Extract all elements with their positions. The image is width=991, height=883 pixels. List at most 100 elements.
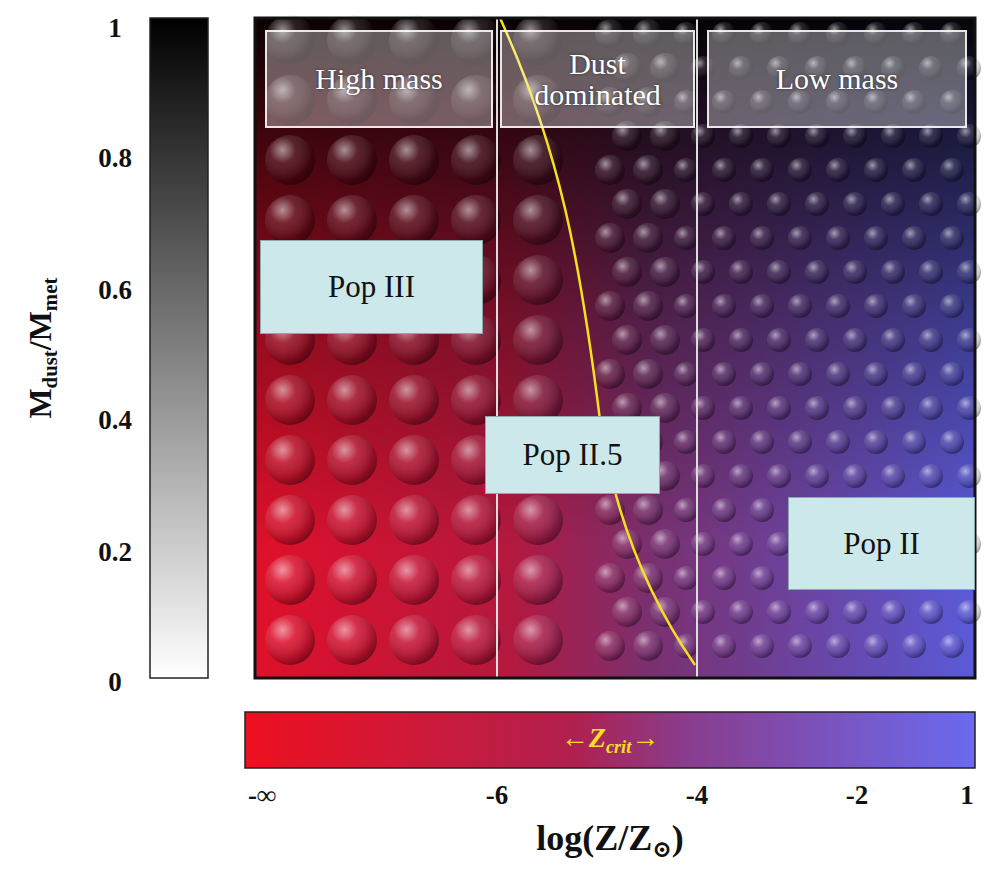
sphere [826, 294, 850, 318]
sphere [750, 362, 774, 386]
sphere [843, 396, 867, 420]
sphere [729, 260, 753, 284]
sphere [788, 158, 812, 182]
sphere [633, 291, 663, 321]
sphere [327, 495, 377, 545]
sphere [843, 192, 867, 216]
sphere [729, 600, 753, 624]
sphere [957, 192, 981, 216]
sphere [750, 566, 774, 590]
tick-label: 0.6 [98, 275, 132, 306]
sphere [957, 464, 981, 488]
sphere [595, 291, 625, 321]
axis-title-part: ← [561, 722, 589, 753]
sphere [595, 563, 625, 593]
sphere [826, 158, 850, 182]
sphere [788, 226, 812, 250]
sphere [750, 158, 774, 182]
sphere [674, 158, 698, 182]
sphere [691, 328, 715, 352]
sphere [805, 260, 829, 284]
box-text: Pop III [328, 269, 415, 305]
sphere [864, 294, 888, 318]
sphere [826, 226, 850, 250]
sphere [674, 362, 698, 386]
sphere [595, 223, 625, 253]
sphere [805, 600, 829, 624]
zcrit-curve [500, 18, 695, 665]
sphere [595, 359, 625, 389]
sphere [451, 495, 501, 545]
axis-title-part: ) [672, 818, 684, 858]
sphere [712, 498, 736, 522]
sphere [826, 634, 850, 658]
sphere [691, 600, 715, 624]
sphere [940, 226, 964, 250]
plot-ground [255, 18, 975, 678]
sphere [691, 260, 715, 284]
tick-label: 0.8 [98, 143, 132, 174]
sphere [767, 328, 791, 352]
sphere [919, 192, 943, 216]
sphere [902, 362, 926, 386]
sphere [826, 362, 850, 386]
y-axis-title: Mdust/Mmet [22, 278, 62, 419]
sphere [389, 375, 439, 425]
sphere [327, 435, 377, 485]
sphere [902, 158, 926, 182]
sphere [650, 325, 680, 355]
box-text: Dust dominated [510, 48, 685, 111]
sphere [612, 597, 642, 627]
sphere [595, 155, 625, 185]
sphere [612, 257, 642, 287]
sphere [712, 226, 736, 250]
sphere [767, 192, 791, 216]
axis-title-part: M [22, 388, 58, 418]
sphere [265, 435, 315, 485]
sphere [750, 430, 774, 454]
sphere [389, 135, 439, 185]
sphere [788, 362, 812, 386]
sphere [650, 597, 680, 627]
sphere [919, 464, 943, 488]
sphere [451, 555, 501, 605]
axis-title-part: dust [38, 350, 61, 388]
sphere [919, 328, 943, 352]
population-box: Pop II [788, 497, 975, 590]
sphere [633, 359, 663, 389]
sphere [805, 396, 829, 420]
sphere [712, 294, 736, 318]
sphere [633, 563, 663, 593]
tick-label: 1 [960, 780, 974, 811]
tick-label: -4 [686, 780, 709, 811]
sphere [940, 430, 964, 454]
sphere [327, 135, 377, 185]
sphere [805, 328, 829, 352]
sphere [712, 430, 736, 454]
sphere [750, 226, 774, 250]
tick-label: -6 [486, 780, 509, 811]
sphere [767, 464, 791, 488]
sphere [881, 396, 905, 420]
axis-title-part: Z [589, 722, 606, 753]
sphere [674, 566, 698, 590]
tick-label: 1 [108, 13, 122, 44]
sphere [265, 495, 315, 545]
sphere [265, 375, 315, 425]
dark-overlay [255, 18, 975, 678]
sphere [881, 328, 905, 352]
sphere [805, 464, 829, 488]
sphere [864, 158, 888, 182]
axis-title-part: /M [22, 311, 58, 350]
population-box: Pop II.5 [485, 416, 660, 494]
sphere [940, 158, 964, 182]
sphere [881, 600, 905, 624]
sphere [265, 135, 315, 185]
box-text: Pop II.5 [523, 437, 623, 473]
grayscale-bar [150, 18, 208, 678]
sphere [674, 498, 698, 522]
axis-title-part: crit [606, 737, 631, 757]
tick-label: 0.2 [98, 537, 132, 568]
sphere [843, 328, 867, 352]
tick-label: 0.4 [98, 405, 132, 436]
